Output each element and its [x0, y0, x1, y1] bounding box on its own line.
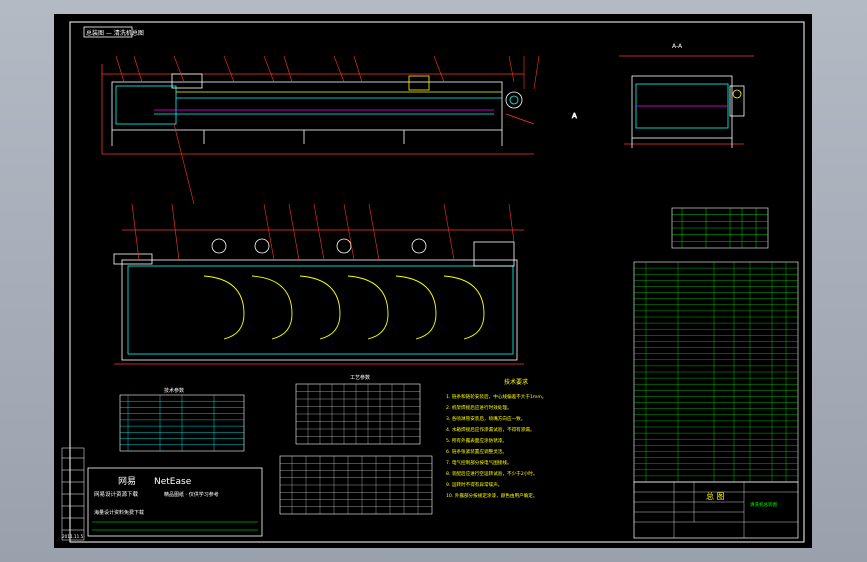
- watermark-box: 网易 NetEase 网易设计资源下载 精品图纸 · 仅供学习参考 海量设计资料…: [87, 467, 263, 537]
- note-8: 8. 装配后应进行空运转试验，不少于2小时。: [446, 470, 537, 477]
- brand-site-cn: 网易: [118, 476, 136, 487]
- params-table: 技术参数: [119, 387, 245, 452]
- revision-strip: [61, 447, 85, 541]
- title-block-name: 总 图: [706, 491, 725, 501]
- note-1: 1. 链条和链轮安装后，中心线偏差不大于1mm。: [446, 393, 546, 400]
- note-9: 9. 运转时不得有异常噪声。: [446, 481, 502, 488]
- small-table: [671, 207, 769, 249]
- note-7: 7. 电气控制部分按电气图接线。: [446, 459, 512, 466]
- note-10: 10. 外露部分按规定涂漆，颜色由用户确定。: [446, 492, 537, 499]
- note-4: 4. 水箱焊接后应作渗漏试验，不得有渗漏。: [446, 426, 535, 433]
- plan-view: [113, 203, 524, 365]
- title-block-company: 清洗机总装图: [750, 501, 777, 508]
- notes-heading: 技术要求: [504, 378, 528, 386]
- side-view: A-A: [619, 43, 754, 148]
- front-view: A: [101, 55, 577, 205]
- view-label-a: A: [572, 112, 577, 120]
- title-tag-box: [83, 26, 133, 38]
- title-block: 总 图 清洗机总装图: [633, 481, 799, 539]
- technical-notes: 技术要求 1. 链条和链轮安装后，中心线偏差不大于1mm。 2. 机架焊接后应进…: [446, 378, 546, 499]
- brand-line-2: 精品图纸 · 仅供学习参考: [164, 491, 219, 498]
- data-table: [279, 455, 433, 515]
- params-top-table: 工艺参数: [295, 374, 421, 445]
- title-tag: 总装图 — 清洗机总图: [86, 29, 144, 37]
- brand-line-1: 网易设计资源下载: [94, 490, 139, 498]
- parts-list: [633, 261, 799, 483]
- params-title: 技术参数: [164, 387, 184, 394]
- revision-stamp: 2011.11.5: [62, 534, 84, 539]
- drawing-sheet: 总装图 — 清洗机总图: [54, 14, 812, 548]
- cad-drawing: 总装图 — 清洗机总图: [61, 21, 805, 543]
- note-5: 5. 所有外露表面应涂防锈漆。: [446, 437, 507, 444]
- note-6: 6. 链条张紧装置应调整灵活。: [446, 448, 507, 455]
- brand-site-en: NetEase: [154, 477, 192, 487]
- params-top-title: 工艺参数: [350, 374, 370, 381]
- note-3: 3. 各喷淋管安装后，喷嘴方向应一致。: [446, 415, 525, 422]
- sheet-border: [69, 21, 805, 543]
- note-2: 2. 机架焊接后应进行时效处理。: [446, 404, 512, 411]
- section-label: A-A: [672, 43, 683, 50]
- brand-line-3: 海量设计资料免费下载: [94, 509, 144, 516]
